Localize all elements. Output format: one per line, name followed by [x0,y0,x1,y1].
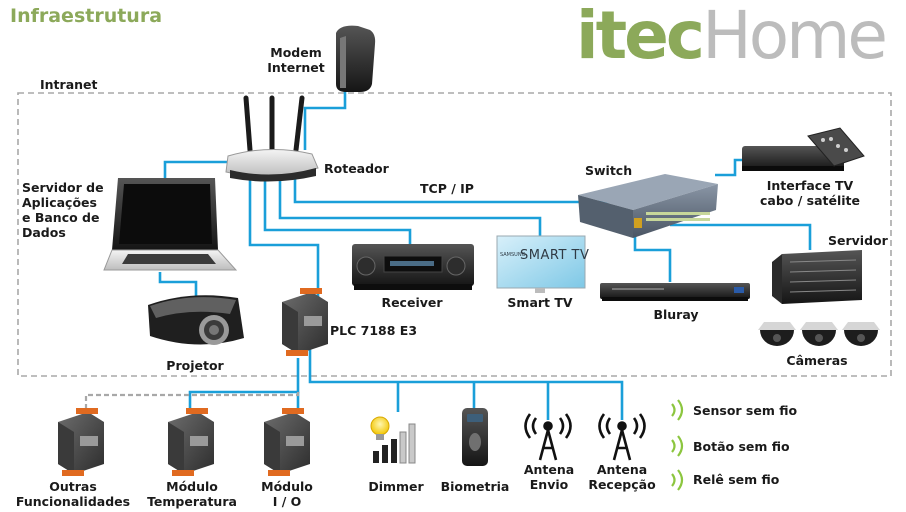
cables [158,88,812,420]
receiver-device [352,244,474,290]
receiver-label: Receiver [381,295,443,310]
logo-part2: Home [702,0,888,74]
cable-switch-interface [715,158,745,177]
camera-1 [758,322,796,346]
interface-tv-device [742,127,865,171]
switch-label: Switch [585,163,633,178]
smarttv-screen-b: TV [571,248,590,263]
modem-label: Modem Internet [267,45,325,75]
wireless-item-rele: Relê sem fio [693,472,780,487]
projector-device [148,295,244,345]
cable-switch-bluray [633,230,672,282]
router-device [225,95,319,182]
cable-plc-bus [308,345,624,420]
cable-dashed-other [84,392,300,410]
cameras-devices [758,322,880,346]
logo-part1: itec [576,0,705,74]
cameras-label: Câmeras [786,353,848,368]
dimmer-device [370,416,416,464]
server-app-label: Servidor de Aplicações e Banco de Dados [22,180,104,240]
antena-envio-label: Antena Envio [523,462,575,492]
projector-label: Projetor [166,358,224,373]
smarttv-brand: SAMSUNG [500,252,526,258]
laptop-device [103,178,238,271]
switch-device [578,174,718,238]
wireless-signal-icon-2 [671,435,684,457]
wireless-signal-icon-3 [671,469,684,491]
module-temp-label: Módulo Temperatura [147,479,237,509]
intranet-zone [17,92,892,377]
module-other-device [58,408,104,476]
module-temp-device [168,408,214,476]
smarttv-device [496,235,586,293]
cable-router-plc [248,178,320,298]
bluray-label: Bluray [653,307,699,322]
wireless-item-botao: Botão sem fio [693,439,790,454]
module-other-label: Outras Funcionalidades [15,479,131,509]
smarttv-screen-a: SMART [520,248,567,263]
cable-laptop-projector [158,272,198,296]
intranet-label: Intranet [40,77,98,92]
page-title: Infraestrutura [10,5,163,27]
interface-tv-label: Interface TV cabo / satélite [760,178,860,208]
plc-device [282,288,328,356]
module-io-device [264,408,310,476]
smarttv-screen: SMART TV [520,248,589,263]
cable-router-receiver [263,178,412,245]
module-io-label: Módulo I / O [261,479,313,509]
wireless-item-sensor: Sensor sem fio [693,403,798,418]
cable-router-laptop [163,160,230,182]
smarttv-label: Smart TV [507,295,573,310]
brand-logo: itecHome [576,0,888,76]
wireless-signal-icon-1 [671,399,684,421]
antena-recepcao-label: Antena Recepção [588,462,656,492]
dimmer-label: Dimmer [368,479,424,494]
antena-envio-device [524,413,572,461]
camera-3 [842,322,880,346]
server-device [772,250,862,304]
biometria-device [462,408,488,466]
cable-plc-modules [188,358,300,412]
bluray-device [600,283,750,301]
cable-switch-server [670,223,812,250]
plc-label: PLC 7188 E3 [330,323,418,338]
tcpip-label: TCP / IP [420,181,474,196]
router-label: Roteador [324,161,389,176]
cable-router-smarttv [278,178,542,236]
cable-modem-router [303,88,347,150]
modem-device [336,25,376,92]
biometria-label: Biometria [440,479,510,494]
camera-2 [800,322,838,346]
antena-recepcao-device [598,413,646,461]
server-label: Servidor [828,233,888,248]
